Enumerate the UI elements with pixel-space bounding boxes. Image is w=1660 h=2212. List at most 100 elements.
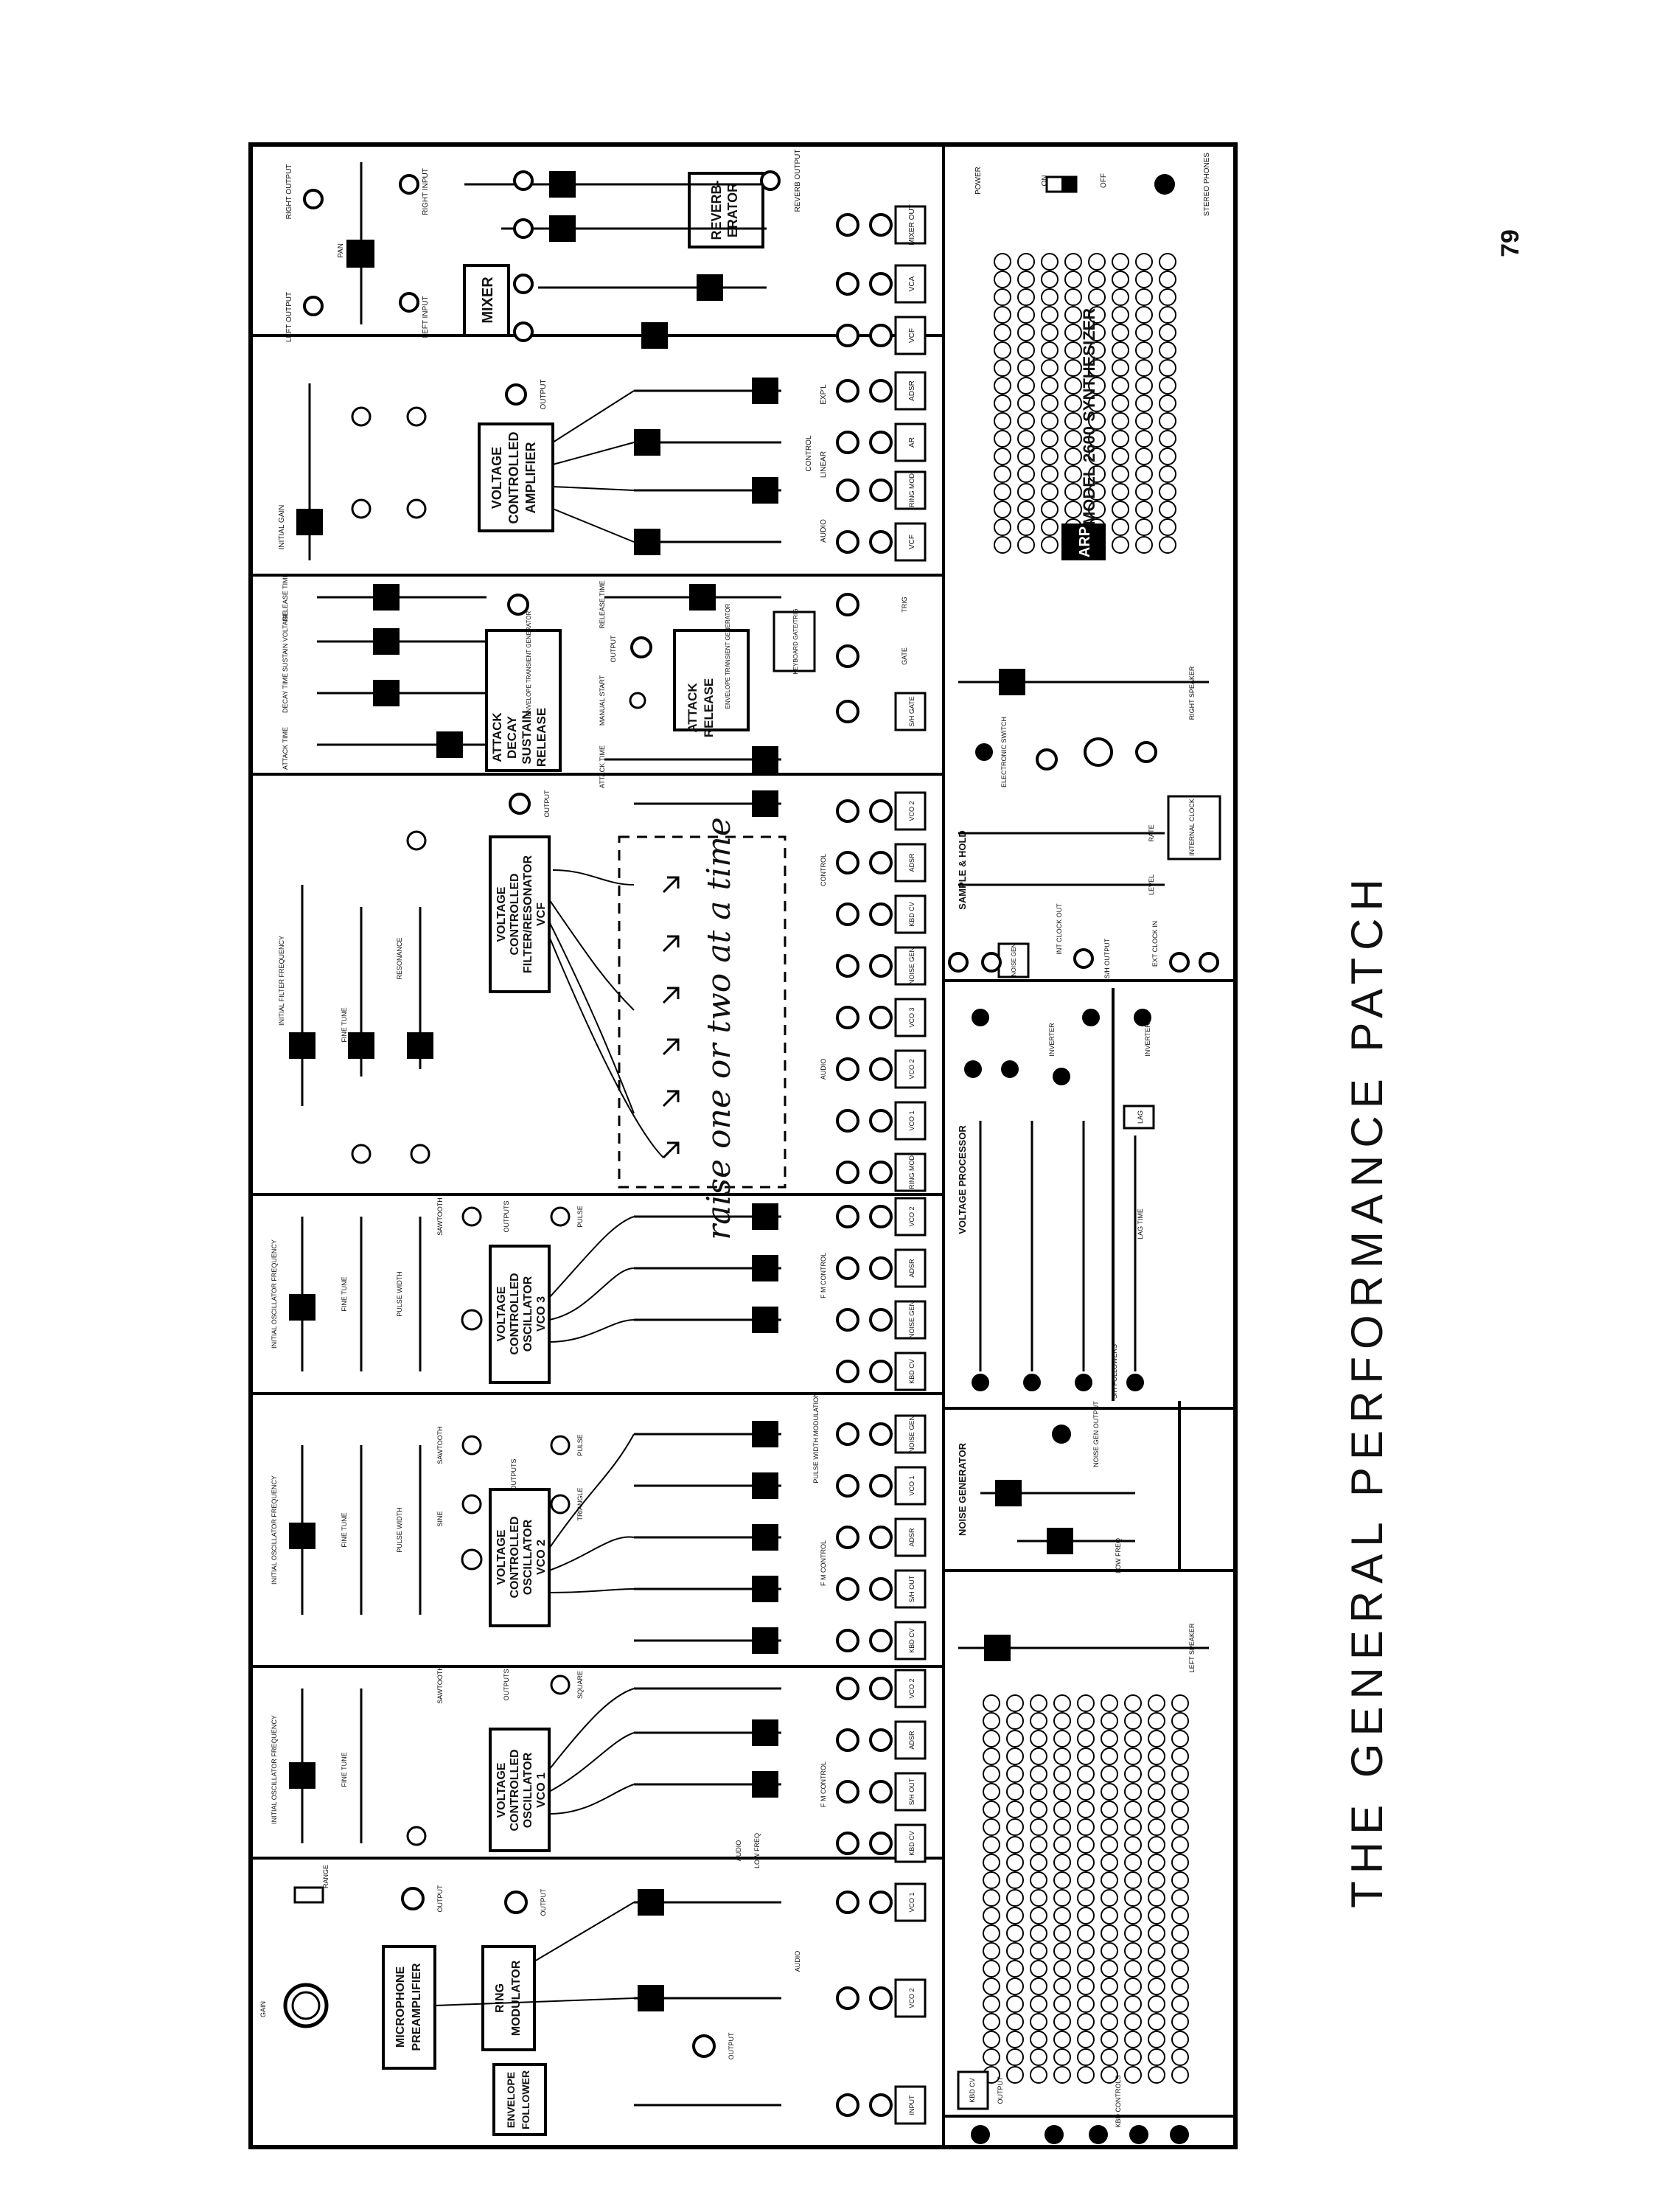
vcf-inputs-jack2-5[interactable]	[869, 902, 893, 926]
mixer-fader-1[interactable]	[549, 171, 576, 198]
vco2-fader-1[interactable]	[752, 1421, 778, 1447]
kbd-jack-2[interactable]	[1045, 2125, 1064, 2144]
vco3-fader-1[interactable]	[752, 1203, 778, 1230]
vcf-output-jack[interactable]	[509, 793, 531, 815]
vco2-inputs-jack-3[interactable]	[836, 1474, 859, 1498]
mixer-fader-2[interactable]	[549, 215, 576, 242]
vp-jack-10[interactable]	[1126, 1374, 1144, 1391]
vco3-inputs-jack-3[interactable]	[836, 1205, 859, 1228]
vco1-inputs-jack2-2[interactable]	[869, 1728, 893, 1752]
noise-color-slider[interactable]	[995, 1480, 1022, 1506]
right-speaker-slider[interactable]	[999, 669, 1025, 695]
ring-mod-fader-1[interactable]	[638, 1889, 664, 1916]
vco3-inputs-jack2-3[interactable]	[869, 1205, 893, 1228]
vco1-square-jack[interactable]	[550, 1674, 571, 1695]
vcf-inputs-jack-0[interactable]	[836, 1161, 859, 1184]
vco2-inputs-jack2-2[interactable]	[869, 1526, 893, 1549]
vco2-sine-jack[interactable]	[461, 1494, 482, 1514]
vp-jack-3[interactable]	[972, 1009, 989, 1026]
vco1-fader-1[interactable]	[752, 1719, 778, 1746]
vco3-fader-3[interactable]	[752, 1307, 778, 1333]
sustain-slider[interactable]	[373, 628, 400, 655]
vcf-inputs-jack-2[interactable]	[836, 1057, 859, 1081]
vcf-fine-tune-slider[interactable]	[348, 1032, 374, 1059]
vcf-inputs-jack-4[interactable]	[836, 954, 859, 978]
mixer-in-jack-3[interactable]	[513, 218, 534, 239]
es-jack-a[interactable]	[975, 743, 993, 761]
gate-jack[interactable]	[836, 644, 859, 668]
vp-jack-4[interactable]	[1053, 1068, 1070, 1085]
ring-mod-fader-2[interactable]	[638, 1985, 664, 2011]
kbd-jack-5[interactable]	[1170, 2125, 1189, 2144]
vca-knob-3[interactable]	[351, 498, 372, 519]
vco2-inputs-jack-2[interactable]	[836, 1526, 859, 1549]
vp-jack-2[interactable]	[1001, 1060, 1019, 1078]
mixer-fader-3[interactable]	[697, 274, 723, 301]
vca-knob-1[interactable]	[351, 406, 372, 427]
vco3-inputs-jack2-2[interactable]	[869, 1256, 893, 1280]
ar-attack-slider[interactable]	[752, 746, 778, 773]
vcf-inputs-jack-1[interactable]	[836, 1109, 859, 1133]
reverb-output-jack[interactable]	[760, 170, 781, 191]
vco2-inputs-jack-4[interactable]	[836, 1422, 859, 1446]
vco2-fader-5[interactable]	[752, 1627, 778, 1654]
ring-mod-in-jack-2[interactable]	[836, 1986, 859, 2010]
ar-output-jack[interactable]	[630, 636, 652, 658]
sh-in-jack-2[interactable]	[981, 952, 1002, 973]
vp-jack-8[interactable]	[1023, 1374, 1041, 1391]
vco2-sawtooth-jack[interactable]	[461, 1435, 482, 1455]
vcf-knob-1[interactable]	[351, 1144, 372, 1164]
sh-out-jack[interactable]	[1199, 952, 1219, 973]
vco1-freq-slider[interactable]	[289, 1762, 315, 1789]
vco2-freq-slider[interactable]	[289, 1523, 315, 1549]
mixer-in-jack-2[interactable]	[513, 274, 534, 294]
es-jack-c[interactable]	[1084, 737, 1113, 767]
vp-jack-5[interactable]	[1082, 1009, 1100, 1026]
left-output-jack[interactable]	[303, 296, 324, 316]
phones-jack[interactable]	[1154, 174, 1175, 195]
vco1-fader-2[interactable]	[752, 1771, 778, 1798]
vco2-fader-2[interactable]	[752, 1472, 778, 1499]
vco2-inputs-jack2-3[interactable]	[869, 1474, 893, 1498]
attack-slider[interactable]	[436, 731, 463, 758]
ring-mod-in-jack-1[interactable]	[836, 1891, 859, 1914]
vcf-inputs-jack2-2[interactable]	[869, 1057, 893, 1081]
vp-jack-9[interactable]	[1075, 1374, 1092, 1391]
vca-knob-2[interactable]	[406, 406, 427, 427]
vca-fader-2[interactable]	[634, 429, 660, 456]
vcf-knob-3[interactable]	[406, 830, 427, 851]
preamp-output-jack[interactable]	[401, 1887, 425, 1910]
vco3-inputs-jack-2[interactable]	[836, 1256, 859, 1280]
vco3-inputs-jack2-0[interactable]	[869, 1360, 893, 1383]
ext-clock-jack[interactable]	[1169, 952, 1190, 973]
sh-gate-jack[interactable]	[836, 700, 859, 723]
vco2-knob[interactable]	[461, 1548, 483, 1571]
vca-fader-1[interactable]	[752, 378, 778, 404]
vca-fader-4[interactable]	[634, 529, 660, 555]
vca-initial-gain-slider[interactable]	[296, 509, 323, 535]
vco2-inputs-jack2-0[interactable]	[869, 1629, 893, 1652]
adsr-output-jack[interactable]	[507, 594, 529, 616]
vcf-resonance-slider[interactable]	[407, 1032, 433, 1059]
right-input-jack[interactable]	[399, 174, 419, 195]
vco2-inputs-jack2-4[interactable]	[869, 1422, 893, 1446]
kbd-jack-1[interactable]	[971, 2125, 990, 2144]
noise-output-jack[interactable]	[1052, 1425, 1071, 1444]
decay-slider[interactable]	[373, 680, 400, 706]
env-follower-output-jack[interactable]	[692, 2034, 716, 2058]
vcf-inputs-jack-3[interactable]	[836, 1006, 859, 1029]
vca-output-jack[interactable]	[505, 383, 527, 406]
vco3-sawtooth-jack[interactable]	[461, 1206, 482, 1227]
left-input-jack[interactable]	[399, 292, 419, 313]
release-slider[interactable]	[373, 584, 400, 611]
kbd-jack-4[interactable]	[1129, 2125, 1148, 2144]
vco2-triangle-jack[interactable]	[550, 1494, 571, 1514]
vp-jack-6[interactable]	[1134, 1009, 1151, 1026]
kbd-jack-3[interactable]	[1089, 2125, 1108, 2144]
mixer-in-jack-1[interactable]	[513, 321, 534, 342]
vco1-inputs-jack-2[interactable]	[836, 1728, 859, 1752]
vco2-pulse-jack[interactable]	[550, 1435, 571, 1455]
vcf-freq-slider[interactable]	[289, 1032, 315, 1059]
vco2-inputs-jack2-1[interactable]	[869, 1577, 893, 1601]
vco1-inputs-jack2-1[interactable]	[869, 1780, 893, 1804]
